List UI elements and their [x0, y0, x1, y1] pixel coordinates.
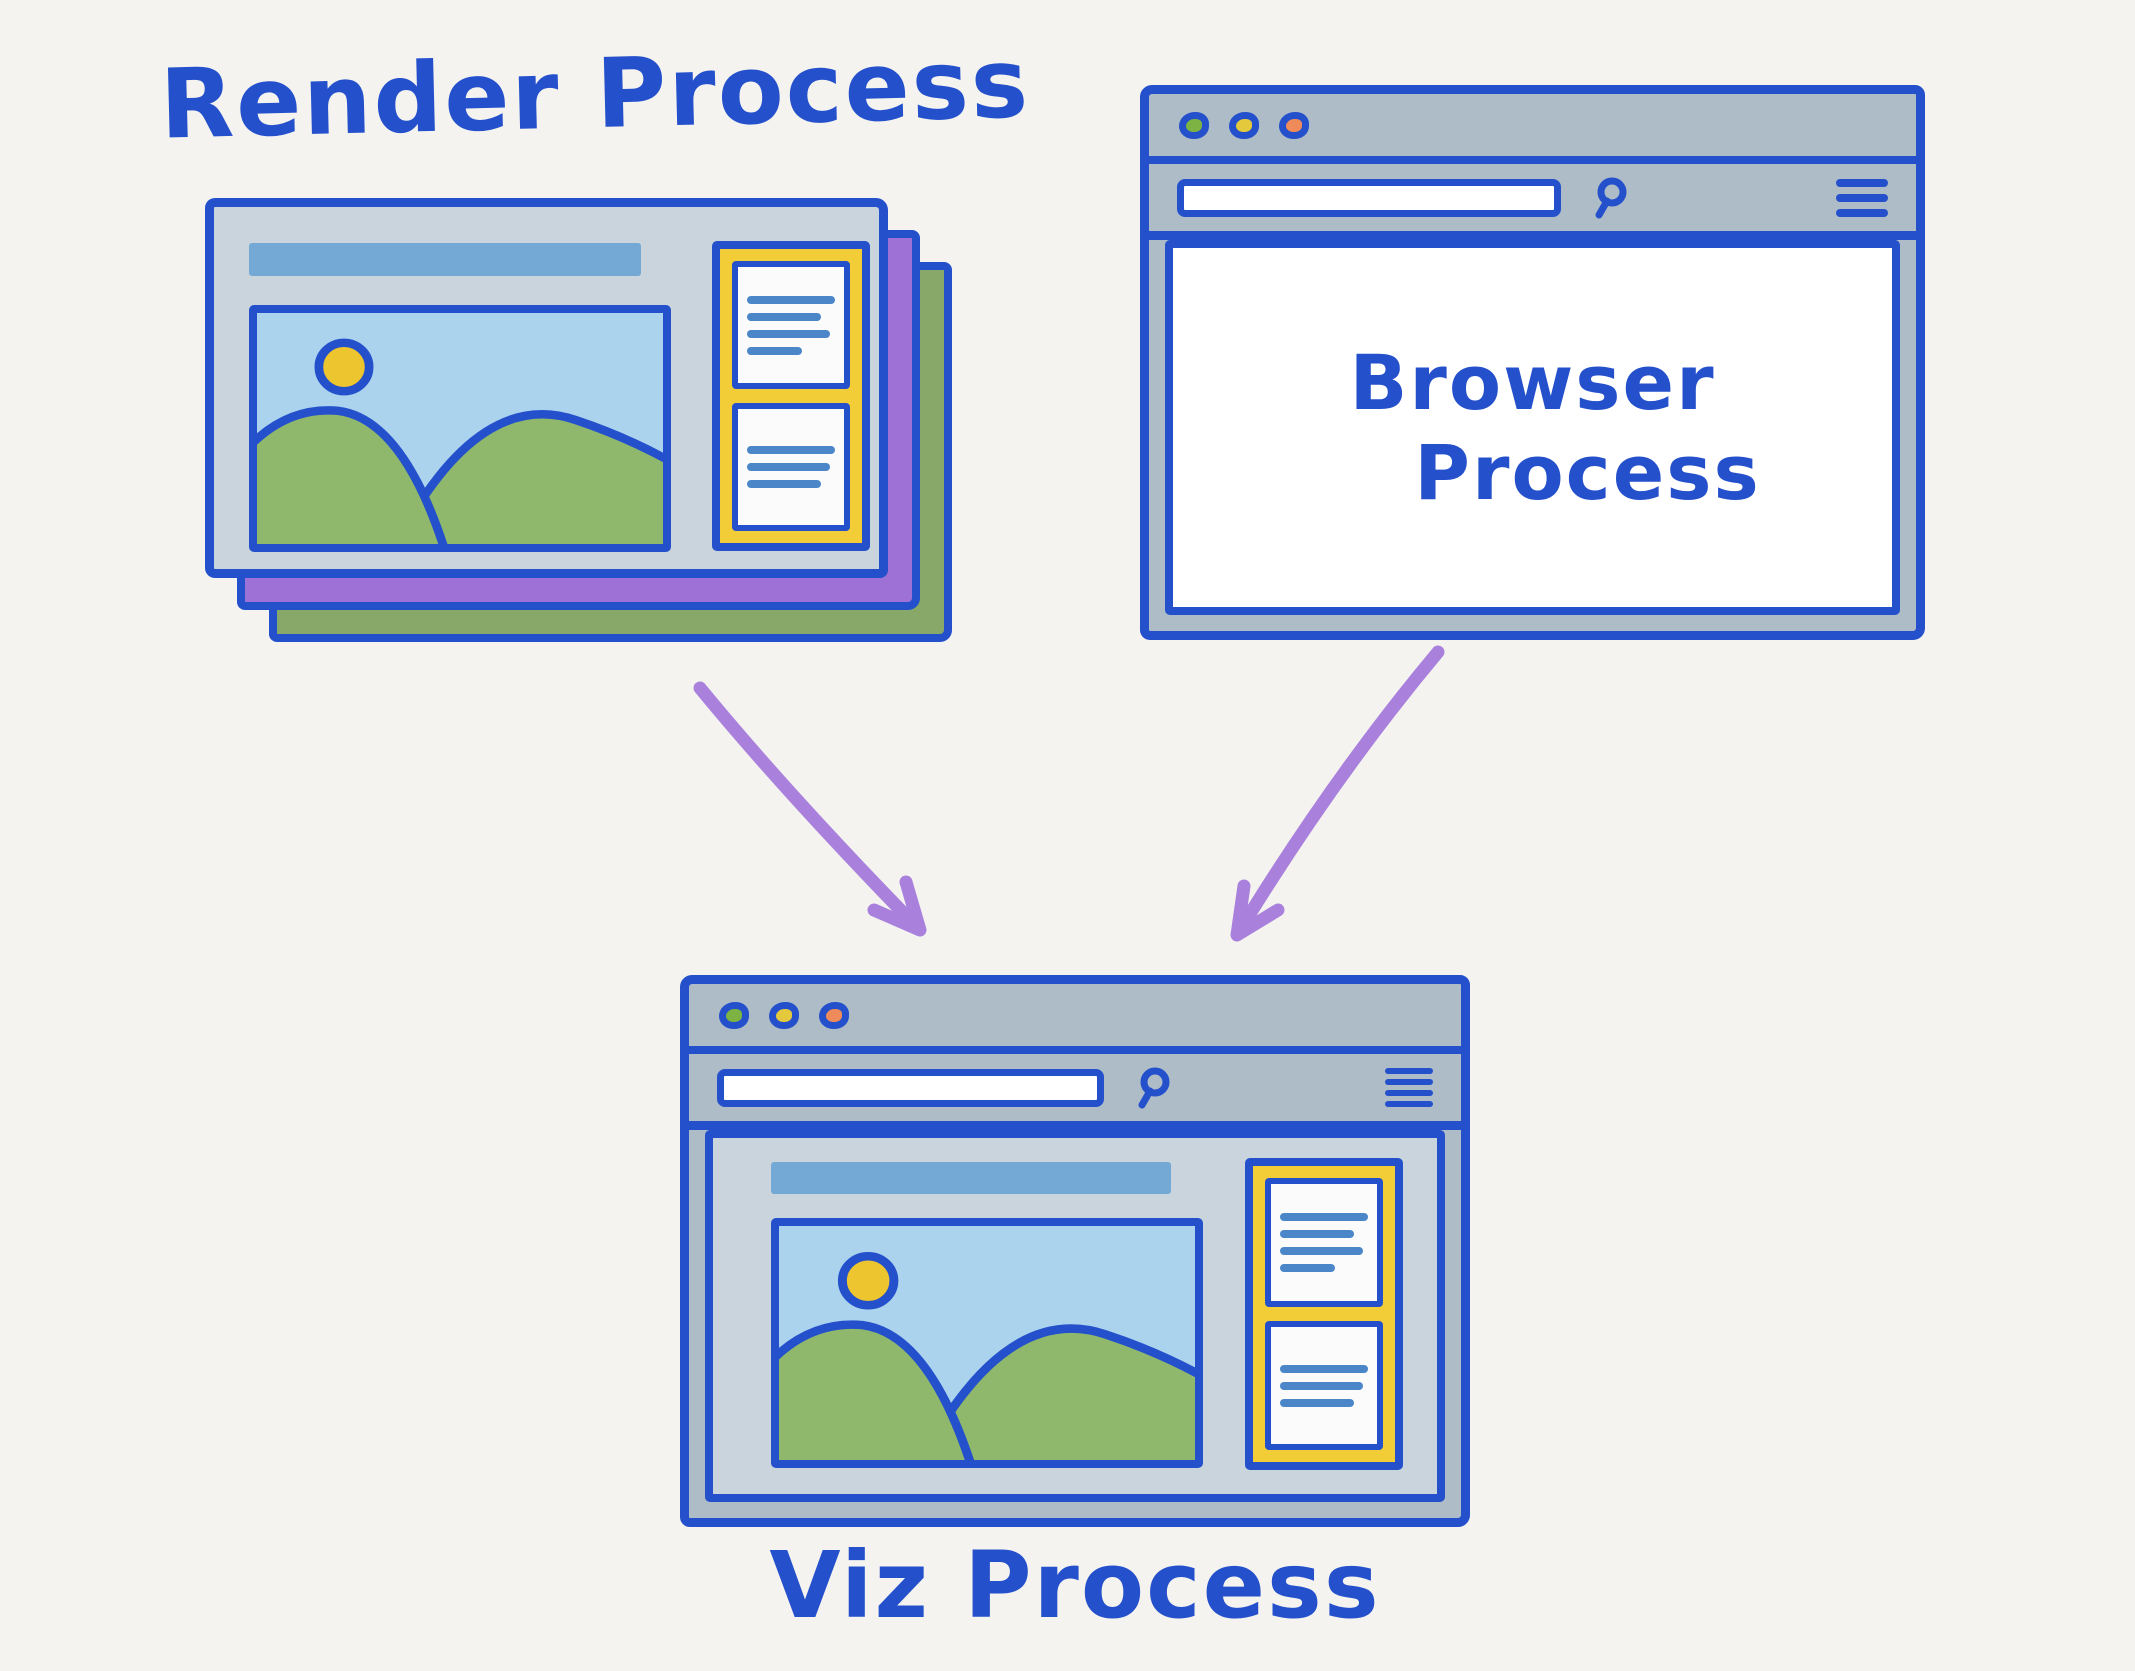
browser-process-label-line2: Process	[1414, 427, 1761, 517]
address-bar	[1177, 178, 1561, 217]
browser-window-content: Browser Process	[1165, 240, 1900, 615]
page-header-strip	[771, 1162, 1171, 1194]
hamburger-menu-icon	[1385, 1068, 1433, 1107]
window-dot-green-icon	[1179, 111, 1209, 139]
sun-icon	[837, 1251, 899, 1310]
page-image-placeholder	[249, 305, 671, 552]
browser-process-window: Browser Process	[1140, 85, 1925, 640]
search-icon	[1587, 175, 1633, 221]
page-side-panel	[1245, 1158, 1403, 1470]
hamburger-menu-icon	[1836, 178, 1888, 217]
window-titlebar	[1149, 94, 1916, 164]
browser-process-label-line1: Browser	[1349, 337, 1716, 427]
text-line	[1280, 1247, 1363, 1255]
hill-left-shape	[257, 406, 448, 544]
window-toolbar	[1149, 164, 1916, 240]
window-dot-yellow-icon	[769, 1001, 799, 1029]
text-line	[1280, 1381, 1363, 1390]
page-side-panel	[712, 241, 870, 551]
text-line	[747, 346, 802, 355]
text-line	[1280, 1364, 1368, 1373]
render-process-label: Render Process	[158, 27, 1032, 161]
landscape-illustration	[779, 1251, 1195, 1460]
page-header-strip	[249, 243, 641, 276]
hill-right-shape	[391, 410, 663, 544]
arrow-from-render	[693, 681, 927, 937]
text-line	[747, 329, 830, 338]
render-page-card	[205, 198, 888, 578]
page-image-placeholder	[771, 1218, 1203, 1468]
side-panel-card	[1265, 1321, 1383, 1450]
window-dot-orange-icon	[1279, 111, 1309, 139]
landscape-illustration	[257, 338, 663, 544]
hill-right-shape	[916, 1324, 1195, 1460]
window-dot-orange-icon	[819, 1001, 849, 1029]
window-dot-green-icon	[719, 1001, 749, 1029]
text-line	[1280, 1398, 1354, 1407]
render-process-stack	[205, 198, 952, 642]
viz-process-window	[680, 975, 1470, 1527]
window-dot-yellow-icon	[1229, 111, 1259, 139]
window-titlebar	[689, 984, 1461, 1054]
sun-icon	[314, 338, 374, 396]
text-line	[1280, 1264, 1335, 1272]
text-line	[747, 463, 830, 471]
text-line	[747, 295, 835, 304]
search-icon	[1130, 1065, 1176, 1111]
side-panel-card	[1265, 1178, 1383, 1307]
address-bar	[717, 1068, 1104, 1107]
hill-left-shape	[779, 1320, 975, 1460]
text-line	[1280, 1213, 1368, 1221]
window-toolbar	[689, 1054, 1461, 1130]
text-line	[747, 480, 821, 488]
side-panel-card	[732, 261, 850, 389]
viz-window-content	[705, 1130, 1445, 1502]
text-line	[1280, 1230, 1354, 1238]
text-line	[747, 312, 821, 321]
text-line	[747, 446, 835, 454]
side-panel-card	[732, 403, 850, 531]
arrow-from-browser	[1230, 645, 1445, 942]
viz-process-label: Viz Process	[769, 1532, 1381, 1639]
